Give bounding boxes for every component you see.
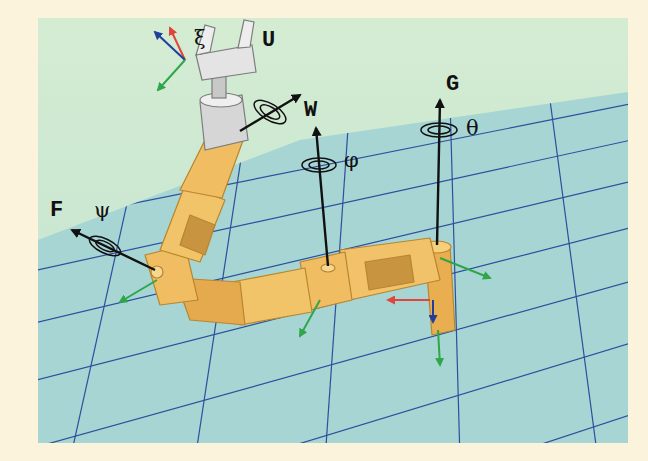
- frame-axes: [120, 258, 490, 365]
- ground-plane: [38, 92, 628, 443]
- axis-label: θ: [466, 118, 479, 139]
- frame-axis: [158, 60, 185, 90]
- frame-axis: [170, 28, 185, 60]
- ground-grid: [0, 90, 648, 461]
- axis-label: ξ: [194, 28, 206, 49]
- axis-label: ψ: [94, 200, 110, 221]
- frame-axis: [155, 32, 185, 60]
- axis-label: F: [50, 200, 63, 222]
- axis-label: φ: [344, 150, 359, 171]
- axis-label: W: [304, 100, 317, 122]
- rotation-arrows: [87, 96, 457, 260]
- background-panel: [38, 18, 628, 443]
- axis-label: U: [262, 30, 275, 52]
- joint-axes: [72, 95, 440, 270]
- axis-label: G: [446, 74, 459, 96]
- robot-arm: [145, 127, 455, 335]
